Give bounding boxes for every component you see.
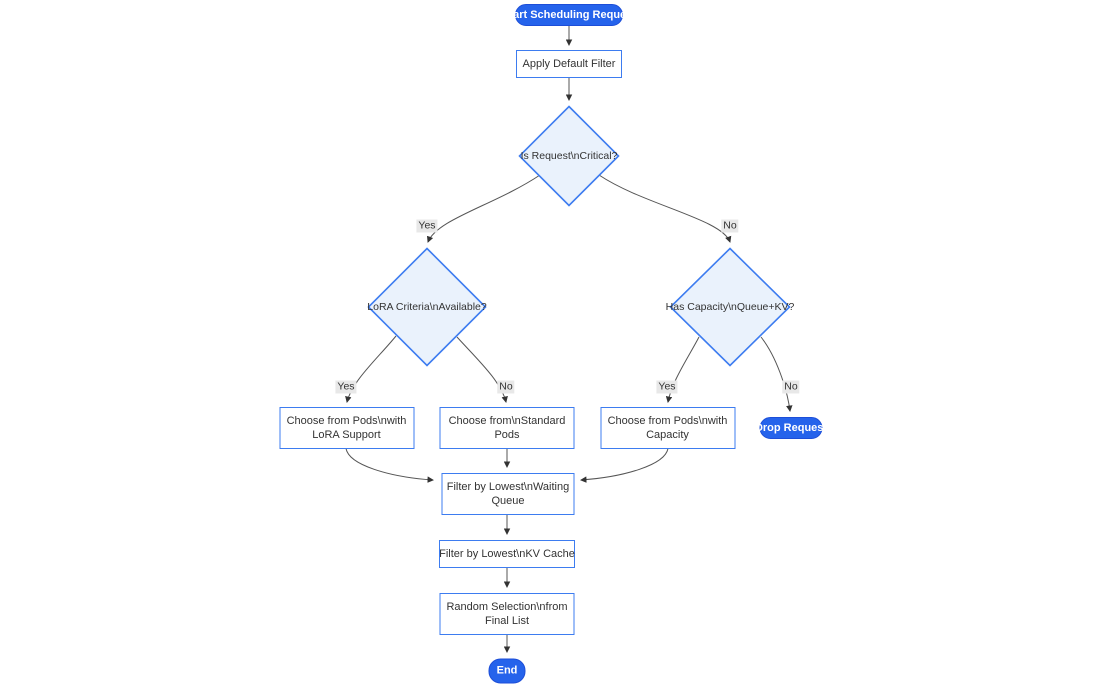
edge-choosecapacity-to-filterqueue xyxy=(580,448,669,483)
edge-label-critical-yes: Yes xyxy=(416,219,438,233)
node-label: Random Selection\nfrom Final List xyxy=(446,600,568,627)
node-label: Filter by Lowest\nWaiting Queue xyxy=(446,480,570,507)
node-filter-kv-cache: Filter by Lowest\nKV Cache xyxy=(439,539,575,568)
node-lora-criteria-available: LoRA Criteria\nAvailable? xyxy=(367,247,487,367)
node-label: Filter by Lowest\nKV Cache xyxy=(439,547,575,560)
node-filter-waiting-queue: Filter by Lowest\nWaiting Queue xyxy=(441,472,575,515)
node-apply-default-filter: Apply Default Filter xyxy=(516,50,622,78)
edge-label-capacity-yes: Yes xyxy=(656,380,678,394)
node-has-capacity-queue-kv: Has Capacity\nQueue+KV? xyxy=(666,247,794,367)
edge-label-critical-no: No xyxy=(721,219,739,233)
edge-critical-no-to-capacity xyxy=(598,174,732,243)
node-start: Start Scheduling Request xyxy=(502,3,636,26)
edge-capacity-no-to-drop xyxy=(760,336,793,412)
node-is-request-critical: Is Request\nCritical? xyxy=(518,105,620,207)
edge-lora-no-to-standard xyxy=(456,336,508,403)
node-label: Choose from\nStandard Pods xyxy=(448,414,566,441)
node-label: Choose from Pods\nwith Capacity xyxy=(607,414,728,441)
node-label: Start Scheduling Request xyxy=(502,8,636,21)
node-drop-request: Drop Request xyxy=(755,417,827,439)
node-choose-standard-pods: Choose from\nStandard Pods xyxy=(439,406,575,449)
node-label: Apply Default Filter xyxy=(522,58,616,70)
edge-lora-yes-to-choose-lora xyxy=(345,335,397,403)
diamond-shape xyxy=(518,105,620,207)
node-label: Drop Request xyxy=(754,422,828,434)
node-label: End xyxy=(496,664,518,677)
node-end: End xyxy=(488,658,526,683)
node-label: LoRA Criteria\nAvailable? xyxy=(367,301,487,313)
edge-label-lora-no: No xyxy=(497,380,515,394)
node-label: Is Request\nCritical? xyxy=(520,150,618,162)
node-label: Has Capacity\nQueue+KV? xyxy=(665,301,795,313)
edge-label-capacity-no: No xyxy=(782,380,800,394)
diamond-shape xyxy=(669,247,791,367)
node-random-selection: Random Selection\nfrom Final List xyxy=(439,592,575,635)
edge-capacity-yes-to-choose-capacity xyxy=(665,336,700,403)
node-choose-pods-lora: Choose from Pods\nwith LoRA Support xyxy=(279,406,414,449)
node-label: Choose from Pods\nwith LoRA Support xyxy=(286,414,407,441)
diamond-shape xyxy=(367,247,487,367)
node-choose-pods-capacity: Choose from Pods\nwith Capacity xyxy=(600,406,735,449)
edge-label-lora-yes: Yes xyxy=(335,380,357,394)
edge-critical-yes-to-lora xyxy=(426,174,541,243)
edge-chooselora-to-filterqueue xyxy=(345,448,434,483)
